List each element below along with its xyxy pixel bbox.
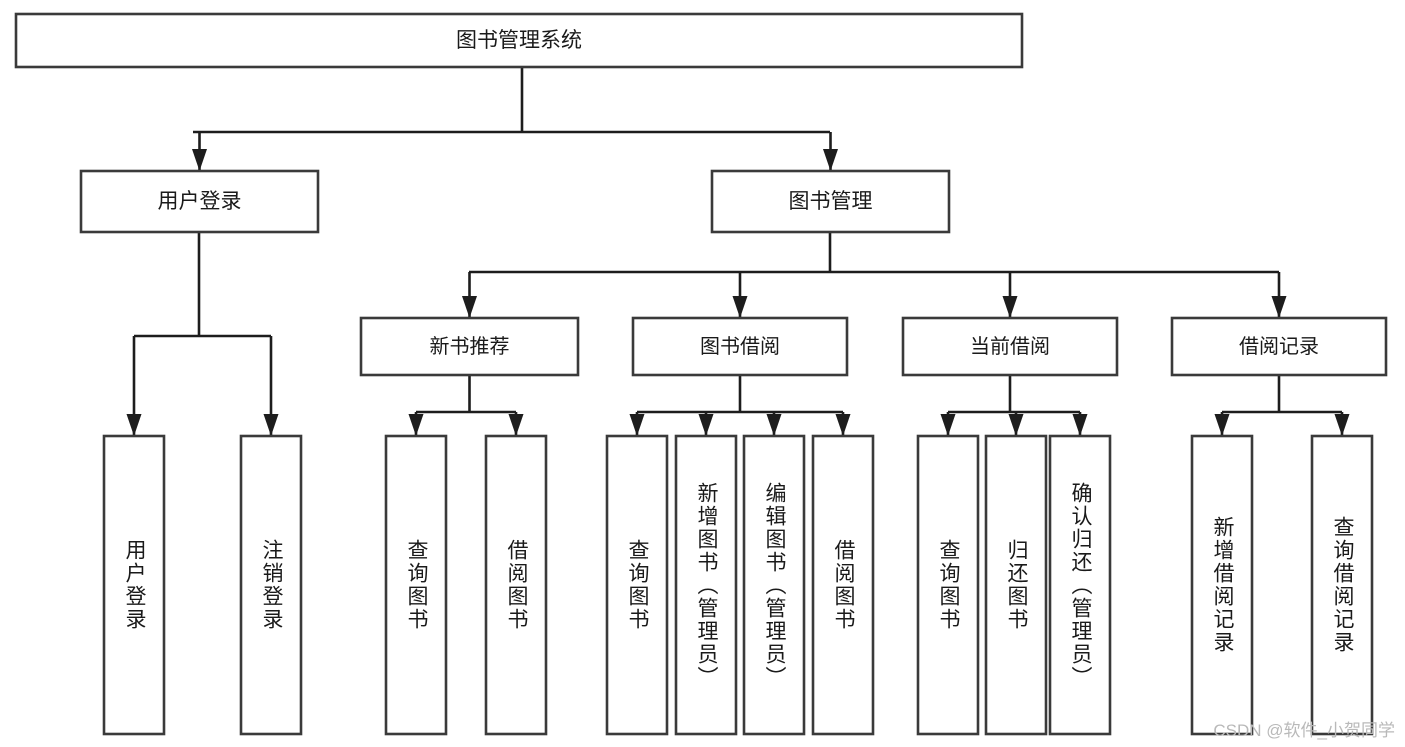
arrow-head-icon-add-book-admin — [698, 414, 714, 436]
arrow-head-icon-book-management — [823, 149, 838, 171]
node-box-return-book[interactable] — [984, 434, 1048, 736]
node-box-new-book-recommend[interactable] — [359, 316, 580, 377]
node-label-book-management: 图书管理 — [789, 190, 873, 213]
node-box-borrow-book-1[interactable] — [484, 434, 548, 736]
arrow-head-icon-new-book-recommend — [462, 296, 477, 318]
node-box-query-book-1[interactable] — [384, 434, 448, 736]
node-label-borrow-record: 借阅记录 — [1239, 335, 1319, 358]
arrow-head-icon-return-book — [1008, 414, 1024, 436]
node-box-user-login-do[interactable] — [102, 434, 166, 736]
node-box-query-borrow-record[interactable] — [1310, 434, 1374, 736]
watermark: CSDN @软件_小贺同学 — [1213, 721, 1395, 740]
arrow-head-icon-book-borrow — [732, 296, 748, 318]
arrow-head-icon-user-login-do — [126, 414, 142, 436]
arrow-head-icon-query-book-2 — [629, 414, 645, 436]
node-box-current-borrow[interactable] — [901, 316, 1119, 377]
node-box-user-logout[interactable] — [239, 434, 303, 736]
node-box-add-book-admin[interactable] — [674, 434, 738, 736]
node-box-book-management[interactable] — [710, 169, 951, 234]
arrow-head-icon-borrow-book-1 — [508, 414, 524, 436]
arrow-head-icon-borrow-record — [1271, 296, 1287, 318]
arrow-head-icon-query-book-1 — [408, 414, 424, 436]
node-box-confirm-return-admin[interactable] — [1048, 434, 1112, 736]
node-box-add-borrow-record[interactable] — [1190, 434, 1254, 736]
node-box-borrow-record[interactable] — [1170, 316, 1388, 377]
node-label-new-book-recommend: 新书推荐 — [430, 335, 510, 358]
arrow-head-icon-current-borrow — [1002, 296, 1018, 318]
connector-layer — [126, 67, 1350, 436]
node-label-current-borrow: 当前借阅 — [970, 335, 1050, 358]
arrow-head-icon-user-login — [192, 149, 207, 171]
arrow-head-icon-user-logout — [263, 414, 279, 436]
node-box-root[interactable] — [14, 12, 1024, 69]
arrow-head-icon-query-borrow-record — [1334, 414, 1350, 436]
node-box-book-borrow[interactable] — [631, 316, 849, 377]
node-label-user-login: 用户登录 — [158, 190, 242, 213]
box-layer — [14, 12, 1388, 736]
arrow-head-icon-query-book-3 — [940, 414, 956, 436]
node-box-query-book-2[interactable] — [605, 434, 669, 736]
node-box-user-login[interactable] — [79, 169, 320, 234]
node-box-edit-book-admin[interactable] — [742, 434, 806, 736]
arrow-head-icon-add-borrow-record — [1214, 414, 1230, 436]
arrow-head-icon-edit-book-admin — [766, 414, 782, 436]
node-label-book-borrow: 图书借阅 — [700, 335, 780, 358]
arrow-head-icon-confirm-return-admin — [1072, 414, 1088, 436]
node-label-root: 图书管理系统 — [456, 29, 582, 52]
node-box-query-book-3[interactable] — [916, 434, 980, 736]
arrow-head-icon-borrow-book-2 — [835, 414, 851, 436]
node-box-borrow-book-2[interactable] — [811, 434, 875, 736]
